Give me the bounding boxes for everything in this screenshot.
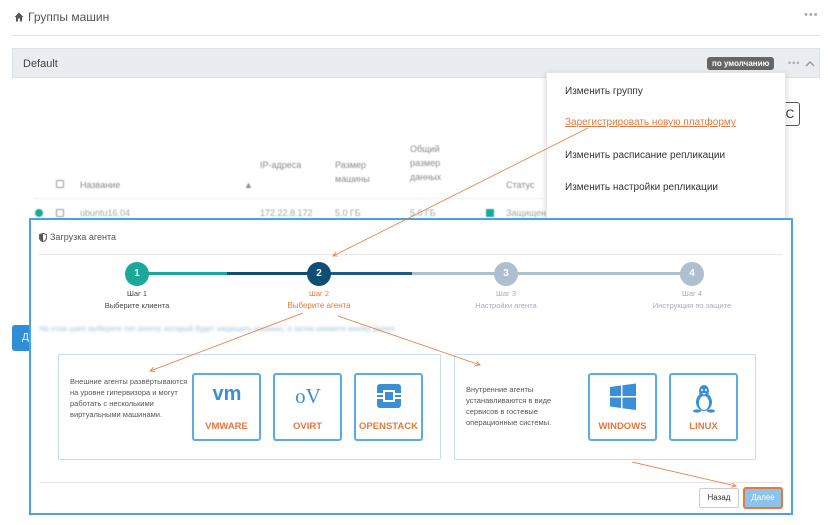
step-1-label: Шаг 1 [126, 289, 148, 298]
modal-title-text: Загрузка агента [50, 232, 116, 242]
next-button[interactable]: Далее [743, 487, 783, 509]
agent-option-label: OVIRT [292, 421, 323, 432]
progress-line [412, 272, 506, 275]
progress-line [137, 272, 227, 275]
progress-line [227, 272, 319, 275]
internal-agents-panel: Внутренние агенты устанавливаются в виде… [454, 354, 756, 460]
divider [12, 35, 820, 36]
divider [39, 254, 783, 255]
menu-item-replication-settings[interactable]: Изменить настройки репликации [565, 182, 719, 193]
windows-icon [609, 383, 636, 410]
shield-icon [39, 232, 47, 242]
row-name[interactable]: ubuntu16.04 [80, 208, 131, 218]
step-4-label: Шаг 4 [681, 289, 703, 298]
menu-item-register-platform[interactable]: Зарегистрировать новую платформу [565, 117, 736, 128]
step-3-label: Шаг 3 [495, 289, 517, 298]
agent-option-label: LINUX [689, 421, 718, 432]
agent-option-linux[interactable]: LINUX [669, 373, 738, 441]
svg-text:oV: oV [295, 384, 321, 408]
column-header[interactable]: Статус [506, 180, 535, 190]
chevron-up-icon[interactable] [805, 59, 815, 69]
agent-option-label: OPENSTACK [359, 421, 418, 432]
step-1-circle[interactable]: 1 [125, 262, 149, 286]
step-4-circle[interactable]: 4 [680, 262, 704, 286]
external-agents-panel: Внешние агенты развёртываются на уровне … [58, 354, 441, 460]
row-total: 5.0 ГБ [410, 208, 436, 218]
page-title-text: Группы машин [28, 10, 110, 24]
agent-option-label: WINDOWS [598, 421, 647, 432]
row-size: 5.0 ГБ [335, 208, 361, 218]
step-3-circle[interactable]: 3 [494, 262, 518, 286]
progress-line [320, 272, 412, 275]
step-2-sub: Выберите агента [287, 301, 351, 310]
progress-line [506, 272, 692, 275]
status-dot [35, 209, 43, 217]
column-header[interactable]: Размер машины [335, 160, 370, 184]
agent-option-openstack[interactable]: OPENSTACK [354, 373, 423, 441]
agent-option-vmware[interactable]: vm VMWARE [192, 373, 261, 441]
default-badge: по умолчанию [707, 57, 775, 70]
step-2-circle[interactable]: 2 [307, 262, 331, 286]
agent-option-windows[interactable]: WINDOWS [588, 373, 657, 441]
home-icon [14, 12, 24, 22]
divider [39, 482, 783, 483]
more-options-icon[interactable]: ••• [804, 9, 819, 21]
step-hint: На этом шаге выберите тип агента, которы… [39, 324, 395, 333]
download-agent-modal: Загрузка агента 1 2 3 4 Шаг 1 Выберите к… [29, 218, 793, 515]
row-status: Защищено [506, 208, 552, 218]
step-3-sub: Настройки агента [475, 301, 537, 310]
add-button[interactable]: Д [12, 325, 34, 351]
vmware-icon: vm [212, 383, 241, 405]
group-header[interactable]: Default по умолчанию ••• [12, 48, 820, 78]
status-icon [486, 209, 494, 217]
external-agents-description: Внешние агенты развёртываются на уровне … [70, 377, 188, 419]
column-header[interactable]: Общий размер данных [410, 144, 442, 182]
openstack-icon [376, 384, 401, 408]
row-checkbox[interactable] [56, 209, 64, 217]
group-more-icon[interactable]: ••• [788, 58, 801, 68]
modal-title: Загрузка агента [39, 232, 116, 242]
ovirt-icon: oV [295, 384, 321, 408]
linux-penguin-icon [692, 385, 715, 413]
back-button[interactable]: Назад [699, 488, 739, 508]
menu-item-replication-schedule[interactable]: Изменить расписание репликации [565, 150, 726, 161]
step-1-sub: Выберите клиента [104, 301, 170, 310]
page-title: Группы машин [14, 10, 109, 24]
group-actions-menu: Изменить группу Зарегистрировать новую п… [546, 72, 786, 222]
internal-agents-description: Внутренние агенты устанавливаются в виде… [466, 385, 552, 427]
step-4-sub: Инструкция по защите [652, 301, 732, 310]
step-2-label: Шаг 2 [308, 289, 330, 298]
column-header[interactable]: Название [80, 180, 121, 190]
row-ip: 172.22.8.172 [260, 208, 313, 218]
agent-option-ovirt[interactable]: oV OVIRT [273, 373, 342, 441]
select-all-checkbox[interactable] [56, 180, 64, 188]
group-name: Default [23, 58, 58, 70]
svg-text:vm: vm [212, 383, 241, 405]
sort-icon[interactable]: ▲ [244, 180, 253, 190]
menu-item-edit-group[interactable]: Изменить группу [565, 86, 643, 97]
agent-option-label: VMWARE [205, 421, 248, 432]
column-header[interactable]: IP-адреса [260, 160, 302, 170]
